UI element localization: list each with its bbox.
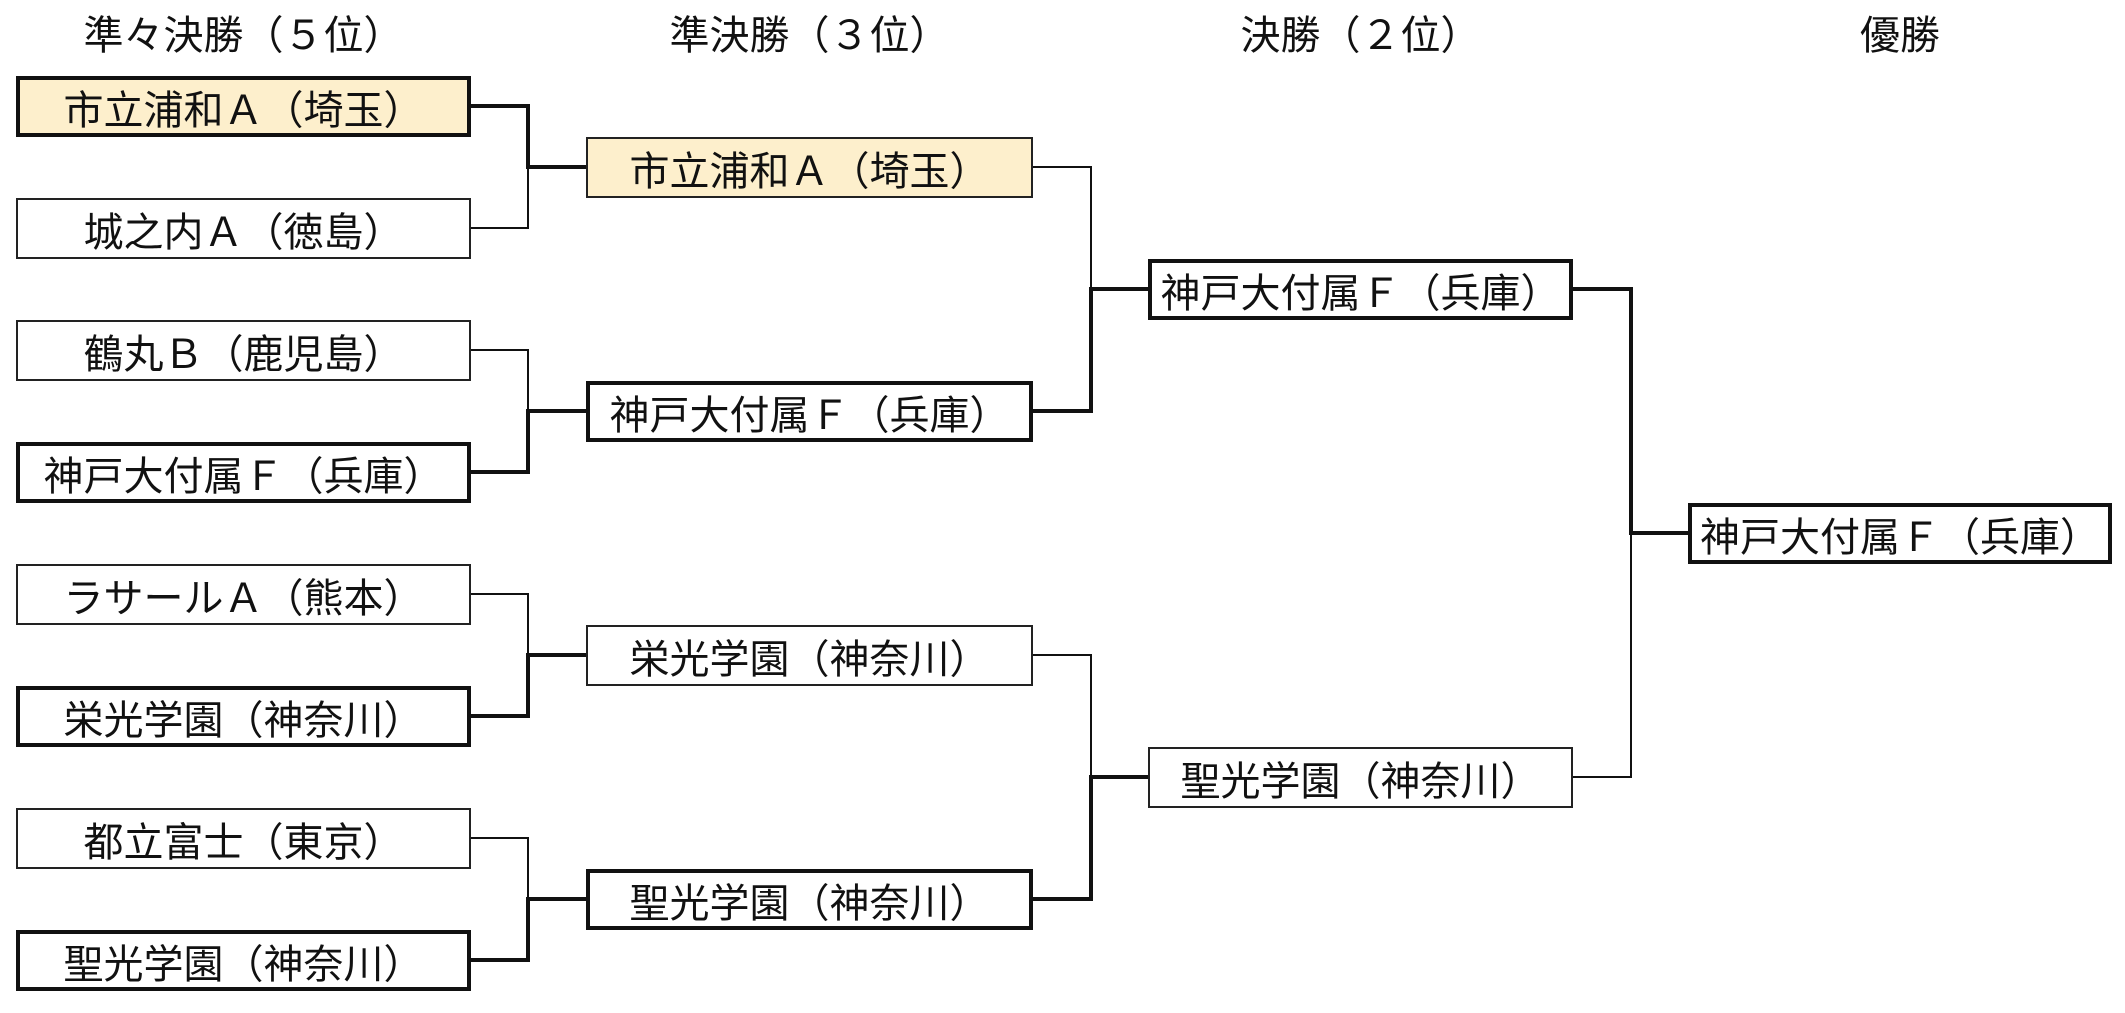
connector-qf2 [470,166,529,229]
sf-team-3: 栄光学園（神奈川） [586,625,1033,686]
connector-qf6 [469,653,588,718]
connector-qf5 [470,593,529,656]
qf-team-8: 聖光学園（神奈川） [16,930,471,991]
header-quarterfinals: 準々決勝（５位） [83,13,404,59]
connector-qf3 [470,349,529,412]
qf-team-2: 城之内Ａ（徳島） [16,198,471,259]
final-team-2: 聖光学園（神奈川） [1148,747,1573,808]
connector-qf7 [470,837,529,900]
sf-team-1: 市立浦和Ａ（埼玉） [586,137,1033,198]
header-champion: 優勝 [1860,13,1940,59]
connector-qf1 [469,104,588,169]
header-semifinals: 準決勝（３位） [669,13,950,59]
qf-team-4: 神戸大付属Ｆ（兵庫） [16,442,471,503]
qf-team-1: 市立浦和Ａ（埼玉） [16,76,471,137]
sf-team-2: 神戸大付属Ｆ（兵庫） [586,381,1033,442]
connector-f1 [1571,287,1690,535]
qf-team-5: ラサールＡ（熊本） [16,564,471,625]
qf-team-7: 都立富士（東京） [16,808,471,869]
header-final: 決勝（２位） [1240,13,1481,59]
connector-sf4 [1031,775,1150,901]
sf-team-4: 聖光学園（神奈川） [586,869,1033,930]
connector-f2 [1572,532,1632,778]
qf-team-6: 栄光学園（神奈川） [16,686,471,747]
connector-qf8 [469,897,588,962]
connector-qf4 [469,409,588,474]
connector-sf2 [1031,287,1150,413]
connector-sf1 [1032,166,1092,290]
connector-sf3 [1032,654,1092,778]
champion-team: 神戸大付属Ｆ（兵庫） [1688,503,2112,564]
qf-team-3: 鶴丸Ｂ（鹿児島） [16,320,471,381]
final-team-1: 神戸大付属Ｆ（兵庫） [1148,259,1573,320]
